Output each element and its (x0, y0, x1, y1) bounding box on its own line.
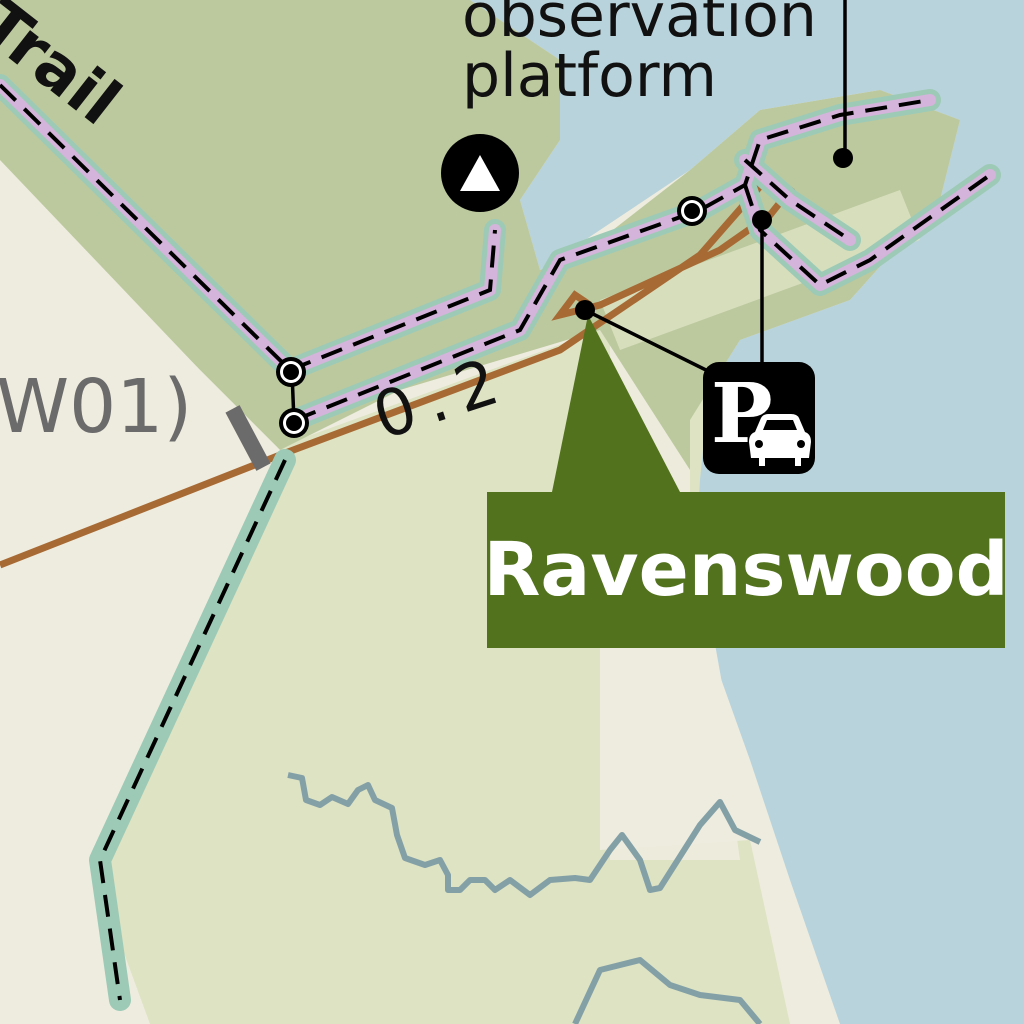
place-name-label[interactable]: Ravenswood (483, 492, 1009, 648)
circle-dot-icon[interactable] (279, 408, 309, 438)
triangle-viewpoint-icon[interactable] (441, 134, 519, 212)
circle-dot-icon[interactable] (276, 357, 306, 387)
observation-platform-label: observation platform (462, 0, 817, 111)
parking-car-icon[interactable]: P (703, 362, 815, 474)
car-icon (749, 414, 811, 466)
route-id-label: W01) (0, 364, 193, 450)
circle-dot-icon[interactable] (677, 196, 707, 226)
